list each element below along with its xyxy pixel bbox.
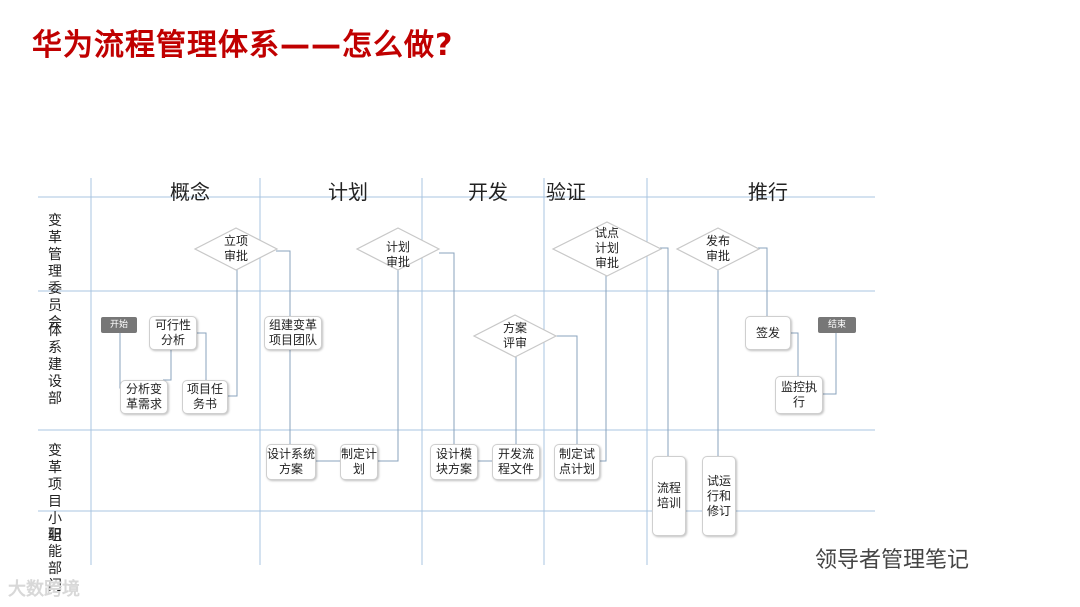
decision-fabu: 发布审批 xyxy=(705,234,730,263)
decision-jihua: 计划审批 xyxy=(385,240,410,269)
watermark-brand: 大数跨境 xyxy=(8,579,80,600)
decision-fangan-shape xyxy=(472,314,558,358)
task-pilot-plan: 制定试点计划 xyxy=(554,444,600,480)
watermark-author: 领导者管理笔记 xyxy=(815,548,970,573)
decision-lixiang-shape xyxy=(193,227,279,271)
task-make-plan: 制定计划 xyxy=(340,444,378,480)
task-monitor: 监控执行 xyxy=(775,376,823,414)
phase-plan: 计划 xyxy=(328,180,368,204)
task-project-charter: 项目任务书 xyxy=(182,380,228,414)
end-terminal: 结束 xyxy=(818,317,856,333)
decision-shidian: 试点计划审批 xyxy=(594,226,619,270)
decision-fabu-shape xyxy=(675,227,761,271)
phase-concept: 概念 xyxy=(170,180,210,204)
lane-functional-dept: 职能部门 xyxy=(48,527,62,594)
task-sign-off: 签发 xyxy=(745,316,791,350)
page-title: 华为流程管理体系——怎么做? xyxy=(32,28,454,63)
decision-lixiang: 立项审批 xyxy=(223,234,248,263)
lane-change-committee: 变革管理委员会 xyxy=(48,213,62,331)
task-trial-run: 试运行和修订 xyxy=(702,456,736,536)
task-feasibility: 可行性分析 xyxy=(149,316,197,350)
phase-develop: 开发 xyxy=(468,180,508,204)
lane-system-dept: 体系建设部 xyxy=(48,323,62,407)
decision-jihua-shape xyxy=(355,227,441,271)
start-terminal: 开始 xyxy=(101,317,137,333)
task-process-docs: 开发流程文件 xyxy=(492,444,540,480)
task-system-design: 设计系统方案 xyxy=(266,444,316,480)
lane-project-team: 变革项目小组 xyxy=(48,443,62,544)
decision-fangan: 方案评审 xyxy=(502,321,527,350)
task-module-design: 设计模块方案 xyxy=(430,444,478,480)
task-form-team: 组建变革项目团队 xyxy=(264,316,322,350)
task-analyze-needs: 分析变革需求 xyxy=(120,380,168,414)
phase-verify: 验证 xyxy=(546,180,586,204)
phase-rollout: 推行 xyxy=(748,180,788,204)
decision-shidian-shape xyxy=(551,221,663,277)
task-process-training: 流程培训 xyxy=(652,456,686,536)
